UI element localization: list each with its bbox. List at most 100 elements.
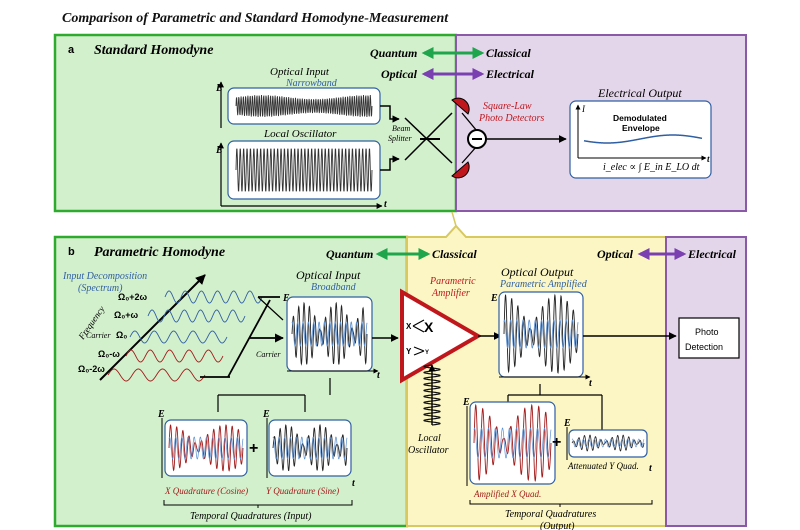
panel-a-photodetector-bottom [451, 161, 470, 179]
panel-b-optical-output-carrier [503, 319, 579, 349]
panel-b-axis-e-xquad: E [157, 409, 165, 420]
panel-b-broadband-label: Broadband [311, 282, 357, 293]
panel-a-electrical-label: Electrical [485, 67, 535, 81]
panel-b-xquad-input-wave [168, 424, 244, 472]
panel-a-input-connector [380, 105, 400, 123]
panel-b-amp-y-large: Y [406, 347, 412, 356]
panel-b-amp-x-expand [412, 319, 425, 333]
spectrum-component-wave-2 [129, 330, 228, 344]
panel-b-temporal-input-label: Temporal Quadratures (Input) [190, 511, 312, 522]
panel-b-optical-output-wave [503, 293, 579, 374]
panel-b-axis-t-output: t [589, 378, 593, 389]
panel-b-amplified-x-carrier [473, 427, 552, 459]
panel-b-electrical-label: Electrical [687, 247, 737, 261]
panel-a-electrical-output-label: Electrical Output [597, 86, 682, 100]
panel-a-detector-wire-top [461, 112, 478, 132]
panel-b-output-brace [469, 500, 653, 507]
panel-b-xquad-label: X Quadrature (Cosine) [164, 486, 248, 496]
panel-a-classical-label: Classical [486, 46, 531, 60]
panel-b-sum-diagonal [227, 299, 271, 378]
panel-b-xquad-input-carrier [168, 436, 244, 460]
panel-a-beam-splitter-label-1: Beam [392, 124, 410, 133]
panel-b-sum-arrow-upper [257, 296, 284, 321]
panel-b-photo-detection-box [678, 317, 740, 359]
panel-b-freq-label-2: Ω₀ [116, 330, 127, 340]
spectrum-component-wave-4 [107, 368, 206, 382]
panel-b-carrier-label: Carrier [256, 350, 281, 359]
panel-b-optical-label: Optical [597, 247, 634, 261]
panel-a-narrowband-label: Narrowband [285, 78, 338, 89]
panel-b-attenuated-y-carrier [571, 438, 645, 448]
panel-b-amp-x-large: X [424, 319, 434, 335]
panel-b-input-decomp-label-2: (Spectrum) [78, 283, 123, 294]
panel-b-optical-input-label: Optical Input [296, 268, 361, 282]
panel-a-output-axis-t: t [707, 154, 710, 164]
panel-a-heading: Standard Homodyne [94, 43, 213, 58]
panel-b-axis-e-input: E [282, 293, 290, 304]
panel-b-electrical-region [665, 236, 747, 527]
panel-b-heading: Parametric Homodyne [94, 245, 225, 260]
panel-a-demodulated-label-1: Demodulated [613, 113, 667, 123]
panel-b-output-paren-label: (Output) [540, 521, 575, 530]
panel-a-letter: a [68, 44, 75, 56]
panel-b-axis-e-att-y: E [563, 418, 571, 429]
panel-b-axis-e-yquad: E [262, 409, 270, 420]
spectrum-component-wave-1 [147, 309, 246, 323]
panel-b-yquad-input-carrier [272, 436, 348, 460]
panel-b-amp-x-small: X [406, 322, 412, 331]
panel-b-photo-label-1: Photo [695, 327, 719, 337]
panel-b-optical-output-label: Optical Output [501, 265, 574, 279]
panel-a-beam-path-1 [404, 117, 453, 164]
panel-a-quantum-label: Quantum [370, 46, 417, 60]
panel-b-carrier-wave [291, 321, 368, 347]
panel-b-quantum-region [53, 235, 409, 528]
panel-b-parametric-amplified-label: Parametric Amplified [499, 279, 588, 290]
panel-b-amplified-x-wave [473, 403, 552, 483]
panel-b-local-osc-label-2: Oscillator [408, 445, 449, 456]
panel-b-parametric-amplifier [400, 288, 482, 384]
panel-b-input-decomp-label-1: Input Decomposition [62, 271, 147, 282]
panel-a-output-axis-i: I [581, 104, 586, 114]
panel-b-plus-output: + [552, 434, 561, 451]
panel-a-beam-splitter-label-2: Splitter [388, 134, 412, 143]
panel-b-axis-t-att-y: t [649, 463, 653, 474]
panel-b-parametric-label-2: Amplifier [431, 288, 470, 299]
panel-b-attenuated-y-label: Attenuated Y Quad. [567, 461, 639, 471]
panel-a-optical-label: Optical [381, 67, 418, 81]
panel-b-letter: b [68, 246, 75, 258]
panel-a-square-law-label-2: Photo Detectors [478, 113, 544, 124]
panel-b-amplified-x-label: Amplified X Quad. [473, 489, 541, 499]
panel-a-axis-e-top: E [215, 83, 223, 94]
panel-b-axis-e-amp-x: E [462, 397, 470, 408]
panel-b-photo-label-2: Detection [685, 342, 723, 352]
panel-a-envelope-curve [583, 134, 703, 144]
panel-a-formula: i_elec ∝ ∫ E_in E_LO dt [603, 162, 700, 173]
panel-a-demodulated-label-2: Envelope [622, 123, 660, 133]
panel-a-optical-input-wave [235, 94, 373, 118]
panel-b-freq-label-4: Ω₀-2ω [78, 364, 105, 374]
panel-b-carrier-small-label: Carrier [86, 331, 111, 340]
panel-b-classical-label: Classical [432, 247, 477, 261]
panel-b-amp-y-shrink [413, 346, 425, 356]
panel-b-input-brace [163, 500, 353, 508]
panel-b-attenuated-y-wave [571, 434, 645, 452]
panel-b-freq-label-0: Ω₀+2ω [118, 292, 148, 302]
panel-a-square-law-label-1: Square-Law [483, 101, 532, 112]
figure-title: Comparison of Parametric and Standard Ho… [62, 11, 449, 26]
panel-a-lo-connector [380, 155, 400, 171]
panel-b-axis-t-yquad: t [352, 478, 356, 489]
panel-a-beam-path-2 [404, 112, 453, 161]
spectrum-component-wave-0 [164, 290, 263, 304]
spectrum-component-wave-3 [125, 349, 224, 363]
panel-b-axis-e-output: E [490, 293, 498, 304]
panel-b-axis-t-input: t [377, 370, 381, 381]
panel-b-yquad-input-wave [272, 423, 348, 472]
panel-a-photodetector-top [451, 97, 470, 115]
panel-b-freq-label-3: Ω₀-ω [98, 349, 120, 359]
panel-a-local-oscillator-label: Local Oscillator [263, 128, 337, 140]
panel-b-temporal-output-label: Temporal Quadratures [505, 509, 596, 520]
panel-a-optical-input-label: Optical Input [270, 66, 330, 78]
panel-a-axis-e-bottom: E [215, 145, 223, 156]
panel-a-detector-wire-bottom [461, 145, 478, 164]
